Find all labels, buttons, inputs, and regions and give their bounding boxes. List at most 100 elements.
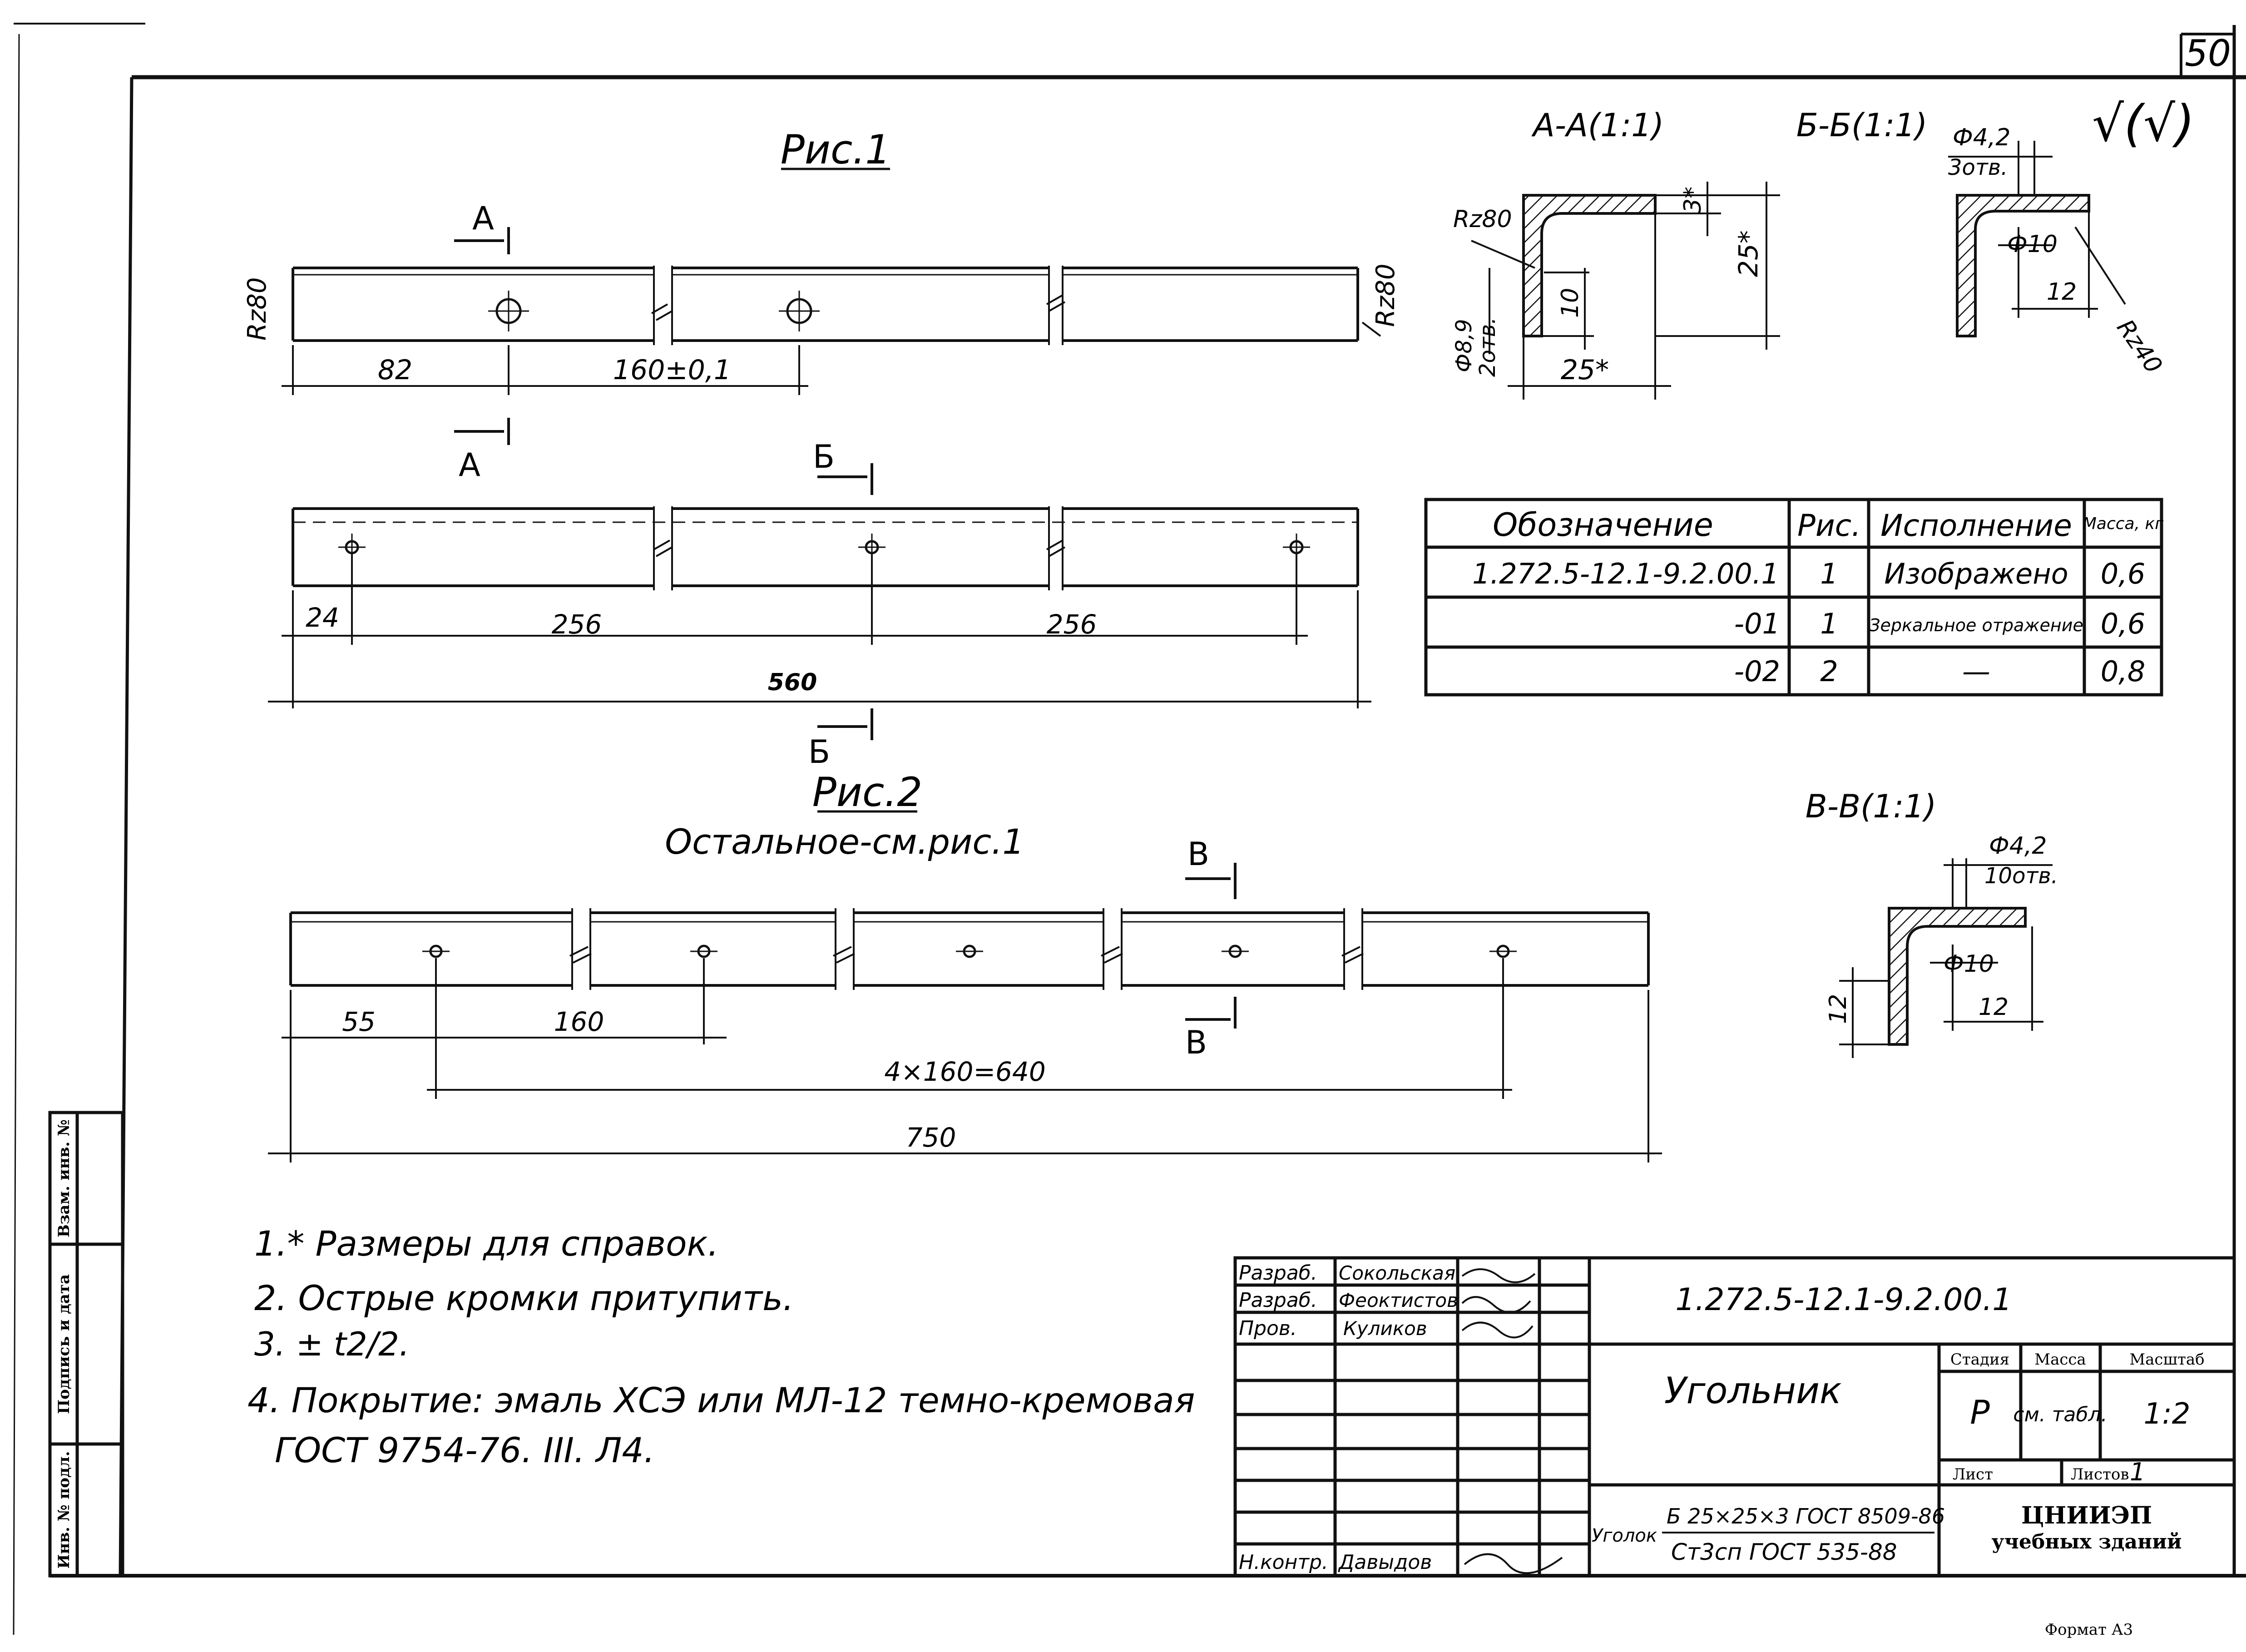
tb-role-3: Пров.: [1239, 1317, 1297, 1340]
section-a-dims: [1471, 182, 1780, 400]
dia-10-b: Ф10: [2007, 231, 2058, 258]
tb-name-2: Феоктистов: [1339, 1289, 1458, 1311]
stamp-original-inv: Инв. № подл.: [55, 1451, 73, 1568]
hole-42-b: Ф4,2: [1953, 124, 2010, 151]
tb-scale-label: Масштаб: [2129, 1350, 2204, 1369]
spec-table: [1424, 498, 2163, 697]
holes-2: 2отв.: [1475, 317, 1500, 377]
fig1-cut-a: [454, 227, 510, 445]
fig2-dims: [268, 958, 1662, 1162]
dim-25-star-h: 25*: [1561, 354, 1609, 386]
dia-10-v: Ф10: [1944, 950, 1994, 978]
section-v-dims: [1839, 858, 2053, 1058]
note-1: 1.* Размеры для справок.: [254, 1223, 719, 1264]
note-4-cont: ГОСТ 9754-76. III. Л4.: [275, 1430, 655, 1470]
dim-25-star-v: 25*: [1733, 230, 1764, 277]
section-a-profile: [1522, 194, 1657, 337]
section-v-profile: [1888, 907, 2027, 1046]
dim-256-b: 256: [1047, 609, 1097, 640]
section-v-title: В-В(1:1): [1806, 788, 1937, 825]
tb-mass: см. табл.: [2013, 1403, 2107, 1426]
spec-row1-designation: 1.272.5-12.1-9.2.00.1: [1472, 557, 1779, 590]
cut-a-bottom: А: [459, 446, 480, 484]
dim-160: 160: [554, 1006, 604, 1037]
dim-12-v-v: 12: [1825, 994, 1852, 1024]
dim-4x160: 4×160=640: [884, 1056, 1046, 1087]
rz40: Rz40: [2111, 315, 2167, 379]
tb-material-top: Б 25×25×3 ГОСТ 8509-86: [1667, 1504, 1945, 1528]
tb-org-2: учебных зданий: [1992, 1530, 2182, 1553]
tb-role-nkontr: Н.контр.: [1239, 1551, 1328, 1574]
tb-org-1: ЦНИИЭП: [2021, 1502, 2152, 1529]
dim-750: 750: [906, 1122, 956, 1153]
dim-12-v-h: 12: [1979, 994, 2009, 1021]
spec-row1-version: Изображено: [1884, 557, 2068, 590]
page-number: 50: [2185, 32, 2231, 74]
section-b-dims: [1948, 141, 2126, 318]
note-4: 4. Покрытие: эмаль ХСЭ или МЛ-12 темно-к…: [247, 1380, 1195, 1420]
fig2-title: Рис.2: [812, 769, 923, 816]
fig1-cut-b: [817, 463, 873, 740]
spec-row2-version: Зеркальное отражение: [1869, 615, 2083, 635]
tb-mass-label: Масса: [2034, 1350, 2086, 1369]
note-2: 2. Острые кромки притупить.: [254, 1278, 794, 1318]
fig2-cut-v: [1185, 863, 1237, 1029]
dim-82: 82: [378, 354, 412, 386]
tb-role-2: Разраб.: [1239, 1289, 1317, 1312]
tb-code: 1.272.5-12.1-9.2.00.1: [1675, 1282, 2012, 1318]
side-stamp: [48, 1111, 124, 1578]
fig1-title: Рис.1: [781, 126, 891, 173]
spec-row2-designation: -01: [1734, 607, 1780, 640]
tb-role-1: Разраб.: [1239, 1261, 1317, 1285]
spec-row3-mass: 0,8: [2101, 655, 2146, 688]
spec-row1-fig: 1: [1820, 557, 1838, 590]
tb-scale: 1:2: [2144, 1397, 2191, 1431]
title-block: [1233, 1256, 2236, 1578]
section-b-profile: [1956, 194, 2090, 337]
dim-256-a: 256: [552, 609, 602, 640]
fig1-top-view: [292, 266, 1359, 345]
tb-material-bottom: Ст3сп ГОСТ 535-88: [1671, 1539, 1897, 1565]
cut-b-top: Б: [813, 438, 835, 475]
fig2-note: Остальное-см.рис.1: [665, 821, 1024, 862]
stamp-replaced-inv: Взам. инв. №: [55, 1119, 73, 1237]
tb-sheet-label: Лист: [1953, 1465, 1993, 1484]
tb-signatures: [1461, 1268, 1563, 1574]
spec-header-designation: Обозначение: [1493, 506, 1713, 544]
tb-part-name: Угольник: [1664, 1370, 1842, 1412]
hole-89: Ф8,9: [1451, 319, 1477, 372]
rz80-left: Rz80: [242, 277, 272, 341]
spec-header-version: Исполнение: [1880, 508, 2072, 543]
dim-12-b: 12: [2047, 278, 2077, 306]
format-label: Формат А3: [2045, 1621, 2133, 1639]
section-a-title: А-А(1:1): [1531, 107, 1664, 144]
tb-name-1: Сокольская: [1339, 1262, 1455, 1284]
dim-55: 55: [342, 1006, 376, 1037]
fig1-side-dims: [268, 554, 1371, 708]
tb-material-prefix: Уголок: [1592, 1525, 1657, 1546]
tb-name-3: Куликов: [1343, 1317, 1427, 1340]
note-3: 3. ± t2/2.: [254, 1325, 410, 1363]
spec-row1-mass: 0,6: [2101, 557, 2146, 590]
dim-560: 560: [768, 669, 817, 696]
cut-b-bottom: Б: [808, 733, 830, 771]
rz80-section-a: Rz80: [1453, 206, 1512, 233]
rz80-right: Rz80: [1371, 263, 1400, 327]
dim-24: 24: [306, 602, 339, 633]
check-mark: √(√): [2092, 94, 2195, 153]
stamp-signature-date: Подпись и дата: [55, 1274, 73, 1414]
tb-stage: Р: [1970, 1393, 1990, 1431]
cut-v-bottom: В: [1185, 1024, 1207, 1061]
tb-sheets: 1: [2130, 1458, 2145, 1486]
dim-160-tol: 160±0,1: [613, 354, 731, 386]
tb-stage-label: Стадия: [1950, 1350, 2009, 1369]
cut-a-top: А: [472, 200, 494, 237]
holes-3: 3отв.: [1948, 155, 2008, 180]
spec-row3-version: —: [1962, 655, 1990, 688]
spec-row2-fig: 1: [1820, 607, 1838, 640]
dim-3-star: 3*: [1679, 187, 1707, 213]
cut-v-top: В: [1187, 836, 1209, 873]
spec-header-fig: Рис.: [1797, 508, 1861, 543]
tb-sheets-label: Листов: [2071, 1465, 2129, 1484]
